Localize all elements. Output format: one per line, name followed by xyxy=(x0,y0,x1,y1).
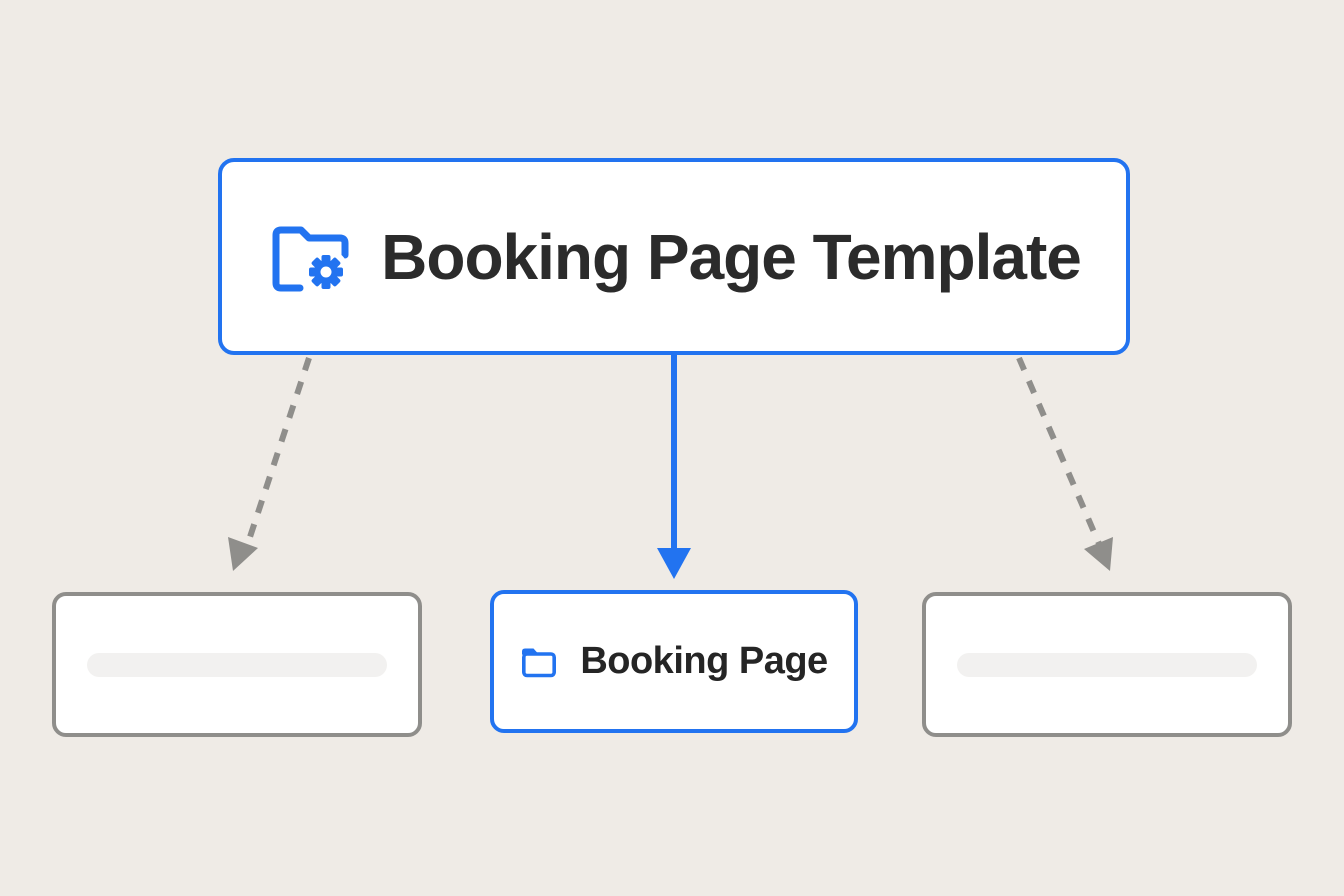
folder-icon xyxy=(522,648,557,677)
connector-root-to-center xyxy=(657,355,691,579)
connector-root-to-left xyxy=(228,357,312,571)
arrowhead-center xyxy=(657,548,691,579)
root-node-label: Booking Page Template xyxy=(381,220,1082,293)
connector-root-to-right xyxy=(1016,356,1113,571)
folder-gear-icon xyxy=(272,226,350,295)
gear-glyph xyxy=(303,248,350,295)
placeholder-bar xyxy=(87,652,387,677)
placeholder-node-left xyxy=(52,592,422,737)
placeholder-node-right xyxy=(922,592,1292,737)
arrowhead-left xyxy=(228,537,258,571)
root-node-booking-page-template: Booking Page Template xyxy=(218,158,1130,355)
booking-page-label: Booking Page xyxy=(580,640,828,682)
dashed-line-left xyxy=(244,357,312,547)
folder-outline xyxy=(272,226,349,291)
booking-page-node: Booking Page xyxy=(490,590,858,733)
folder-body xyxy=(522,651,557,677)
dashed-line-right xyxy=(1016,356,1103,548)
arrowhead-right xyxy=(1084,537,1113,571)
placeholder-bar xyxy=(957,652,1257,677)
folder-tab xyxy=(522,648,540,656)
gear-hole xyxy=(320,266,332,277)
